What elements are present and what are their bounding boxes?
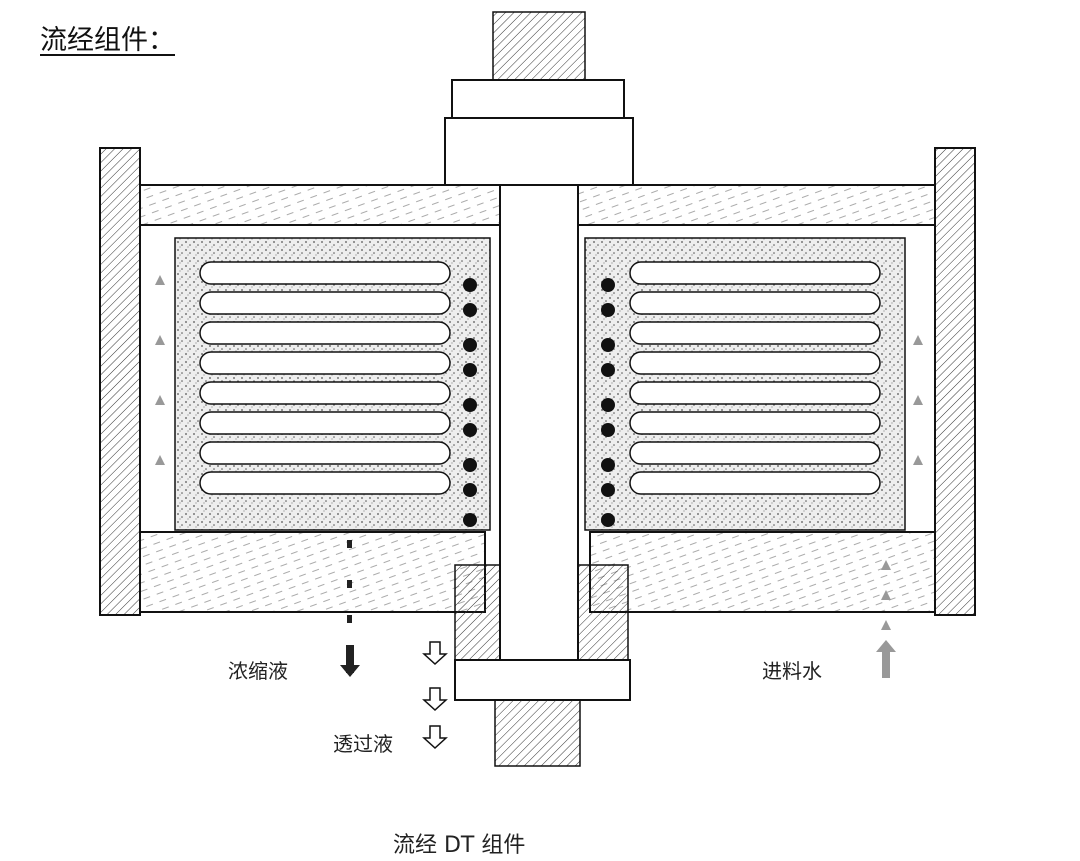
membrane-stack-right: [584, 237, 906, 531]
top-washer: [444, 117, 634, 186]
tie-rod: [499, 184, 579, 661]
permeate-flow-arrows: [422, 641, 448, 750]
label-concentrate: 浓缩液: [228, 659, 288, 683]
concentrate-flow-arrows: [340, 540, 360, 677]
diagram-caption: 流经 DT 组件: [393, 833, 526, 858]
bottom-nut: [454, 659, 631, 701]
left-flange: [99, 147, 141, 616]
bottom-plate-left: [139, 531, 486, 613]
page-title: 流经组件：: [40, 25, 175, 56]
bottom-plate-right: [589, 531, 936, 613]
o-rings: [463, 278, 615, 527]
top-bolt-thread: [492, 11, 586, 83]
membrane-stack-left: [174, 237, 491, 531]
label-permeate: 透过液: [333, 732, 393, 756]
feed-flow-arrows: [155, 275, 923, 678]
bottom-bolt-thread: [494, 699, 581, 767]
top-nut: [451, 79, 625, 119]
label-feed: 进料水: [762, 659, 822, 683]
right-flange: [934, 147, 976, 616]
